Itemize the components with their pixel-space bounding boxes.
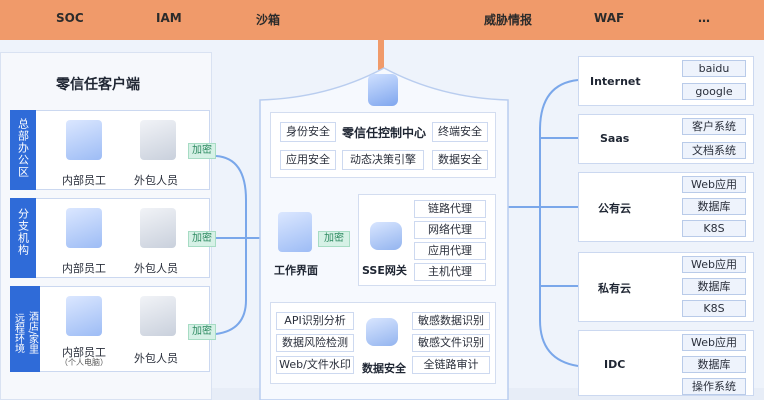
resource-item: 客户系统: [682, 118, 746, 135]
contractor-label: 外包人员: [134, 352, 178, 365]
shield-icon: [368, 74, 398, 106]
endpoint-security-cell: 终端安全: [432, 122, 488, 142]
encrypt-badge: 加密: [188, 143, 216, 159]
internal-staff-label: 内部员工: [62, 174, 106, 187]
data-security-icon: [366, 318, 398, 346]
internal-staff-icon: [66, 208, 102, 248]
resource-item: Web应用: [682, 334, 746, 351]
workspace-icon: [278, 212, 312, 252]
resource-public-cloud-name: 公有云: [598, 202, 631, 215]
watermark-cell: Web/文件水印: [276, 356, 354, 374]
resource-item: baidu: [682, 60, 746, 77]
contractor-label: 外包人员: [134, 174, 178, 187]
identity-security-cell: 身份安全: [280, 122, 336, 142]
resource-item: K8S: [682, 220, 746, 237]
section-remote: [10, 286, 210, 372]
network-proxy-cell: 网络代理: [414, 221, 486, 239]
sensitive-data-cell: 敏感数据识别: [412, 312, 490, 330]
resource-private-cloud-name: 私有云: [598, 282, 631, 295]
resource-item: 数据库: [682, 356, 746, 373]
cloud-icon: [370, 222, 402, 250]
api-analysis-cell: API识别分析: [276, 312, 354, 330]
resource-saas-name: Saas: [600, 132, 630, 145]
resource-item: K8S: [682, 300, 746, 317]
resource-item: Web应用: [682, 176, 746, 193]
internal-staff-label: 内部员工: [62, 346, 106, 359]
contractor-icon: [140, 120, 176, 160]
resource-item: 文档系统: [682, 142, 746, 159]
encrypt-badge: 加密: [188, 324, 216, 340]
data-risk-cell: 数据风险检测: [276, 334, 354, 352]
contractor-label: 外包人员: [134, 262, 178, 275]
host-proxy-cell: 主机代理: [414, 263, 486, 281]
section-hq: [10, 110, 210, 190]
internal-staff-icon: [66, 296, 102, 336]
top-item-sandbox: 沙箱: [256, 13, 281, 27]
internal-staff-icon: [66, 120, 102, 160]
top-item-iam: IAM: [156, 11, 182, 25]
workspace-label: 工作界面: [274, 264, 318, 277]
resource-item: 数据库: [682, 198, 746, 215]
sse-title: SSE网关: [362, 264, 407, 277]
top-item-waf: WAF: [594, 11, 625, 25]
internal-staff-sub: （个人电脑）: [60, 358, 108, 367]
resource-idc-name: IDC: [604, 358, 626, 371]
app-proxy-cell: 应用代理: [414, 242, 486, 260]
section-hq-label: 总部办公区: [10, 110, 36, 190]
client-title: 零信任客户端: [56, 77, 140, 93]
data-security-cell: 数据安全: [432, 150, 488, 170]
data-security-title: 数据安全: [362, 362, 406, 375]
link-proxy-cell: 链路代理: [414, 200, 486, 218]
resource-item: google: [682, 83, 746, 100]
contractor-icon: [140, 208, 176, 248]
top-service-bar: [0, 0, 764, 40]
top-item-more: …: [698, 11, 710, 25]
resource-internet-name: Internet: [590, 75, 641, 88]
resource-item: 操作系统: [682, 378, 746, 395]
control-center-title: 零信任控制中心: [342, 126, 427, 140]
resource-item: 数据库: [682, 278, 746, 295]
section-remote-label: 酒店/家里 远程环境: [10, 286, 40, 372]
encrypt-badge: 加密: [318, 231, 350, 247]
section-branch-label: 分支机构: [10, 198, 36, 278]
top-item-soc: SOC: [56, 11, 84, 25]
resource-item: Web应用: [682, 256, 746, 273]
decision-engine-cell: 动态决策引擎: [342, 150, 424, 170]
encrypt-badge: 加密: [188, 231, 216, 247]
contractor-icon: [140, 296, 176, 336]
internal-staff-label: 内部员工: [62, 262, 106, 275]
top-item-threat-intel: 威胁情报: [484, 13, 533, 27]
app-security-cell: 应用安全: [280, 150, 336, 170]
sensitive-file-cell: 敏感文件识别: [412, 334, 490, 352]
audit-cell: 全链路审计: [412, 356, 490, 374]
section-branch: [10, 198, 210, 278]
